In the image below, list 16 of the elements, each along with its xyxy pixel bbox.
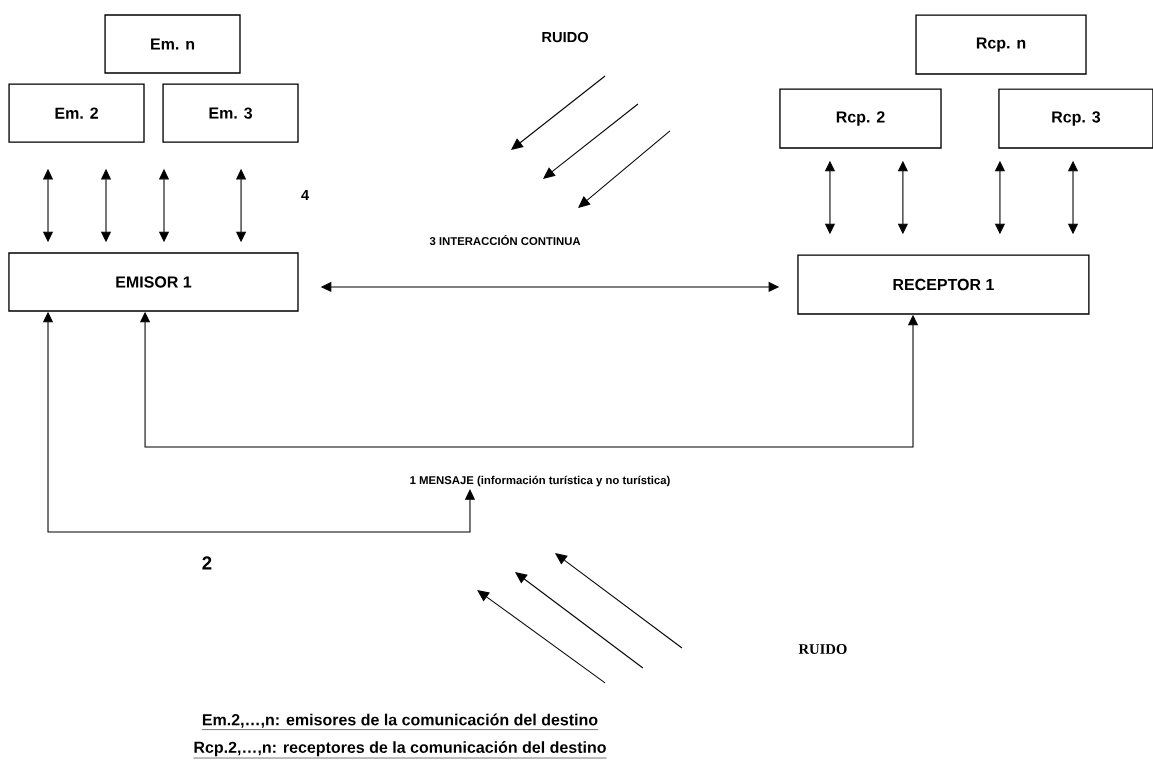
box: Em. 2	[8, 83, 145, 143]
label: Rcp.2,…,n: receptores de la comunicación del destino	[193, 741, 607, 759]
label: RUIDO	[542, 31, 589, 43]
box: RECEPTOR 1	[797, 254, 1090, 315]
edge-label: 3 INTERACCIÓN CONTINUA	[429, 234, 581, 246]
label: 4	[301, 189, 310, 200]
box: Rcp. 3	[998, 88, 1153, 149]
message-text: 1 MENSAJE (información turística y no turística)	[410, 475, 670, 487]
box: EMISOR 1	[8, 252, 299, 312]
box: Rcp. 2	[779, 88, 942, 149]
edge-label: 2	[202, 556, 212, 570]
box: Em. n	[104, 14, 241, 74]
label: Em.2,…,n: emisores de la comunicación del destino	[201, 713, 599, 730]
box: Rcp. n	[915, 14, 1087, 75]
label: RUIDO	[798, 644, 847, 654]
box: Em. 3	[162, 83, 299, 143]
